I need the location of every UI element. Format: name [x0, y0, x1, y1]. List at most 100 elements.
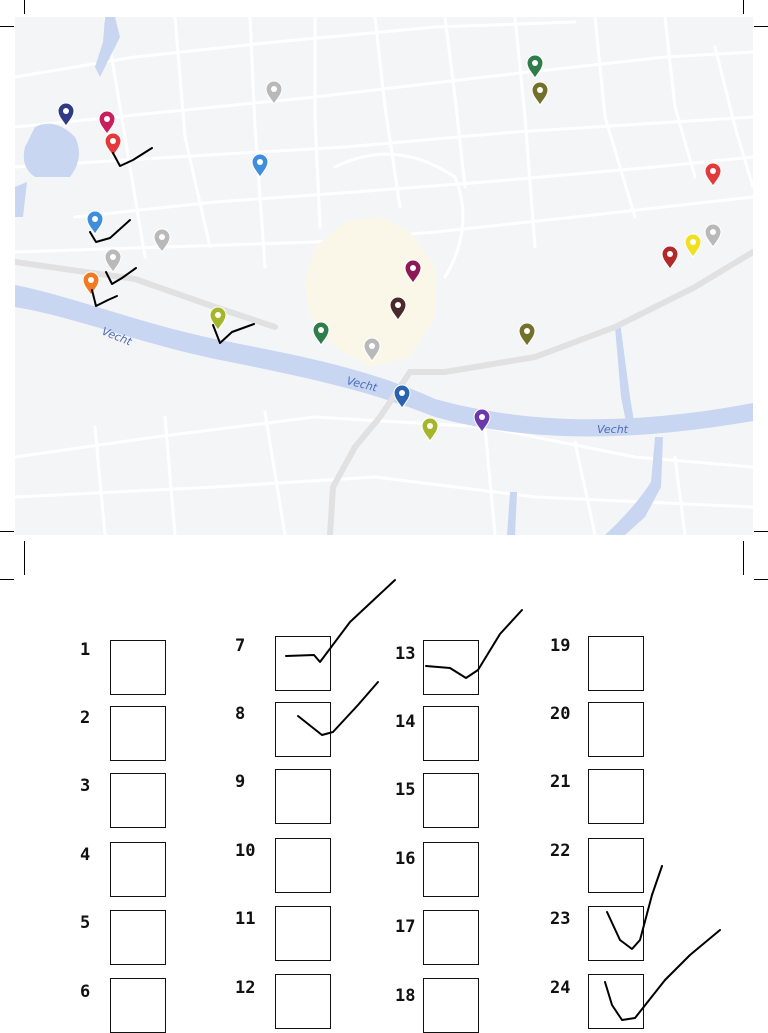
map-pin-icon[interactable] [86, 210, 104, 235]
city-map[interactable]: Vecht Vecht Vecht [15, 17, 753, 535]
map-pin-dot [271, 86, 277, 92]
map-pin-body [704, 162, 722, 187]
checklist-number: 4 [80, 845, 91, 865]
checklist-number: 15 [395, 780, 416, 800]
map-pin-body [363, 337, 381, 362]
map-pin-icon[interactable] [404, 259, 422, 284]
map-pin-dot [479, 414, 485, 420]
checklist-checkbox[interactable] [275, 702, 331, 757]
checklist-checkbox[interactable] [423, 910, 479, 965]
checklist-checkbox[interactable] [423, 640, 479, 695]
checklist-checkbox[interactable] [423, 773, 479, 828]
checklist-number: 22 [550, 841, 571, 861]
map-pin-icon[interactable] [518, 322, 536, 347]
map-pin-icon[interactable] [389, 296, 407, 321]
checklist-checkbox[interactable] [588, 702, 644, 757]
markers-layer [57, 54, 722, 442]
checklist-checkbox[interactable] [588, 636, 644, 691]
map-pin-dot [63, 108, 69, 114]
crop-mark [24, 0, 25, 14]
map-pin-icon[interactable] [98, 110, 116, 135]
map-pin-body [251, 153, 269, 178]
map-pin-body [518, 322, 536, 347]
checklist-checkbox[interactable] [275, 769, 331, 824]
checklist-checkbox[interactable] [110, 842, 166, 897]
checklist-checkbox[interactable] [110, 706, 166, 761]
checklist-number: 6 [80, 982, 91, 1002]
map-pin-dot [537, 87, 543, 93]
checklist-checkbox[interactable] [423, 842, 479, 897]
map-pin-icon[interactable] [251, 153, 269, 178]
map-pin-dot [257, 159, 263, 165]
map-pin-icon[interactable] [209, 306, 227, 331]
checklist-checkbox[interactable] [275, 906, 331, 961]
checklist-checkbox[interactable] [275, 974, 331, 1029]
map-pin-dot [399, 390, 405, 396]
map-pin-dot [427, 423, 433, 429]
checklist-number: 11 [235, 909, 256, 929]
map-pin-icon[interactable] [473, 408, 491, 433]
map-pin-body [473, 408, 491, 433]
map-pin-icon[interactable] [312, 321, 330, 346]
checklist-number: 9 [235, 772, 246, 792]
map-pin-body [104, 248, 122, 273]
map-pin-dot [667, 251, 673, 257]
map-pin-icon[interactable] [704, 162, 722, 187]
map-pin-body [661, 245, 679, 270]
checklist-number: 18 [395, 986, 416, 1006]
map-pin-icon[interactable] [704, 223, 722, 248]
checklist-checkbox[interactable] [275, 636, 331, 691]
map-pin-dot [524, 328, 530, 334]
map-pin-icon[interactable] [531, 81, 549, 106]
checklist-checkbox[interactable] [588, 906, 644, 961]
map-pin-body [531, 81, 549, 106]
checklist-checkbox[interactable] [110, 773, 166, 828]
vecht-river [15, 285, 753, 437]
map-pin-icon[interactable] [104, 132, 122, 157]
map-pin-body [389, 296, 407, 321]
map-canvas: Vecht Vecht Vecht [15, 17, 753, 535]
map-pin-body [312, 321, 330, 346]
crop-mark [24, 541, 25, 575]
map-pin-body [404, 259, 422, 284]
map-pin-dot [110, 254, 116, 260]
crop-mark [0, 531, 14, 532]
map-pin-body [86, 210, 104, 235]
map-pin-icon[interactable] [363, 337, 381, 362]
map-pin-icon[interactable] [421, 417, 439, 442]
map-pin-dot [710, 168, 716, 174]
map-pin-icon[interactable] [57, 102, 75, 127]
map-pin-icon[interactable] [265, 80, 283, 105]
crop-mark [754, 579, 768, 580]
map-pin-dot [104, 116, 110, 122]
map-pin-dot [690, 239, 696, 245]
checklist-checkbox[interactable] [110, 910, 166, 965]
map-pin-dot [532, 60, 538, 66]
map-pin-icon[interactable] [393, 384, 411, 409]
checklist-checkbox[interactable] [423, 706, 479, 761]
map-pin-body [209, 306, 227, 331]
map-pin-icon[interactable] [661, 245, 679, 270]
checklist-checkbox[interactable] [588, 974, 644, 1029]
checklist-number: 13 [395, 644, 416, 664]
map-pin-icon[interactable] [153, 228, 171, 253]
map-pin-icon[interactable] [526, 54, 544, 79]
crop-mark [754, 26, 768, 27]
checklist-number: 3 [80, 776, 91, 796]
map-pin-body [98, 110, 116, 135]
checklist-number: 20 [550, 704, 571, 724]
crop-mark [743, 541, 744, 575]
checklist-checkbox[interactable] [588, 769, 644, 824]
checklist-checkbox[interactable] [423, 978, 479, 1033]
checklist-checkbox[interactable] [588, 838, 644, 893]
crop-mark [0, 26, 14, 27]
map-pin-icon[interactable] [684, 233, 702, 258]
map-pin-icon[interactable] [104, 248, 122, 273]
map-pin-dot [710, 229, 716, 235]
checklist-checkbox[interactable] [110, 978, 166, 1033]
map-pin-icon[interactable] [82, 271, 100, 296]
map-pin-dot [159, 234, 165, 240]
map-pin-dot [92, 216, 98, 222]
checklist-checkbox[interactable] [110, 640, 166, 695]
checklist-checkbox[interactable] [275, 838, 331, 893]
